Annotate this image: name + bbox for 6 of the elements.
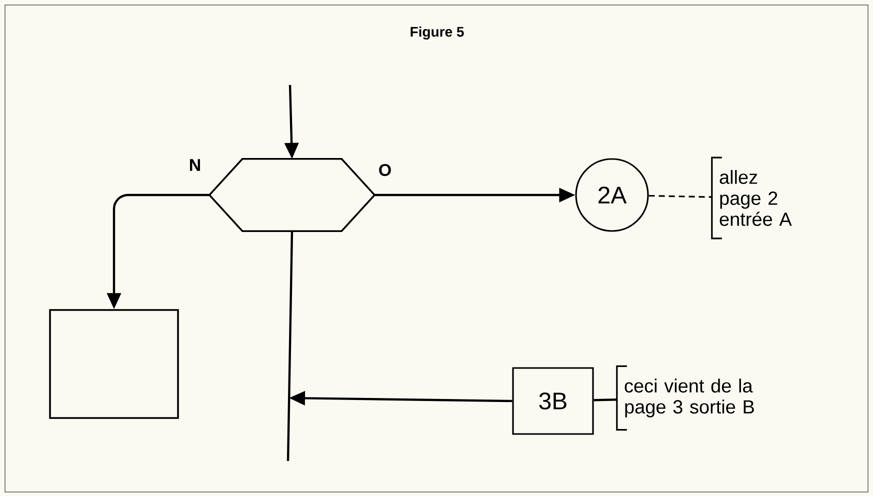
bracket-note: allez page 2 entrée A bbox=[711, 156, 792, 240]
edge-label: N bbox=[188, 158, 202, 172]
figure-title: Figure 5 bbox=[410, 26, 464, 40]
connector-box: 3B bbox=[512, 367, 594, 435]
process-box bbox=[49, 309, 179, 419]
bracket-note: ceci vient de la page 3 sortie B bbox=[616, 365, 754, 431]
